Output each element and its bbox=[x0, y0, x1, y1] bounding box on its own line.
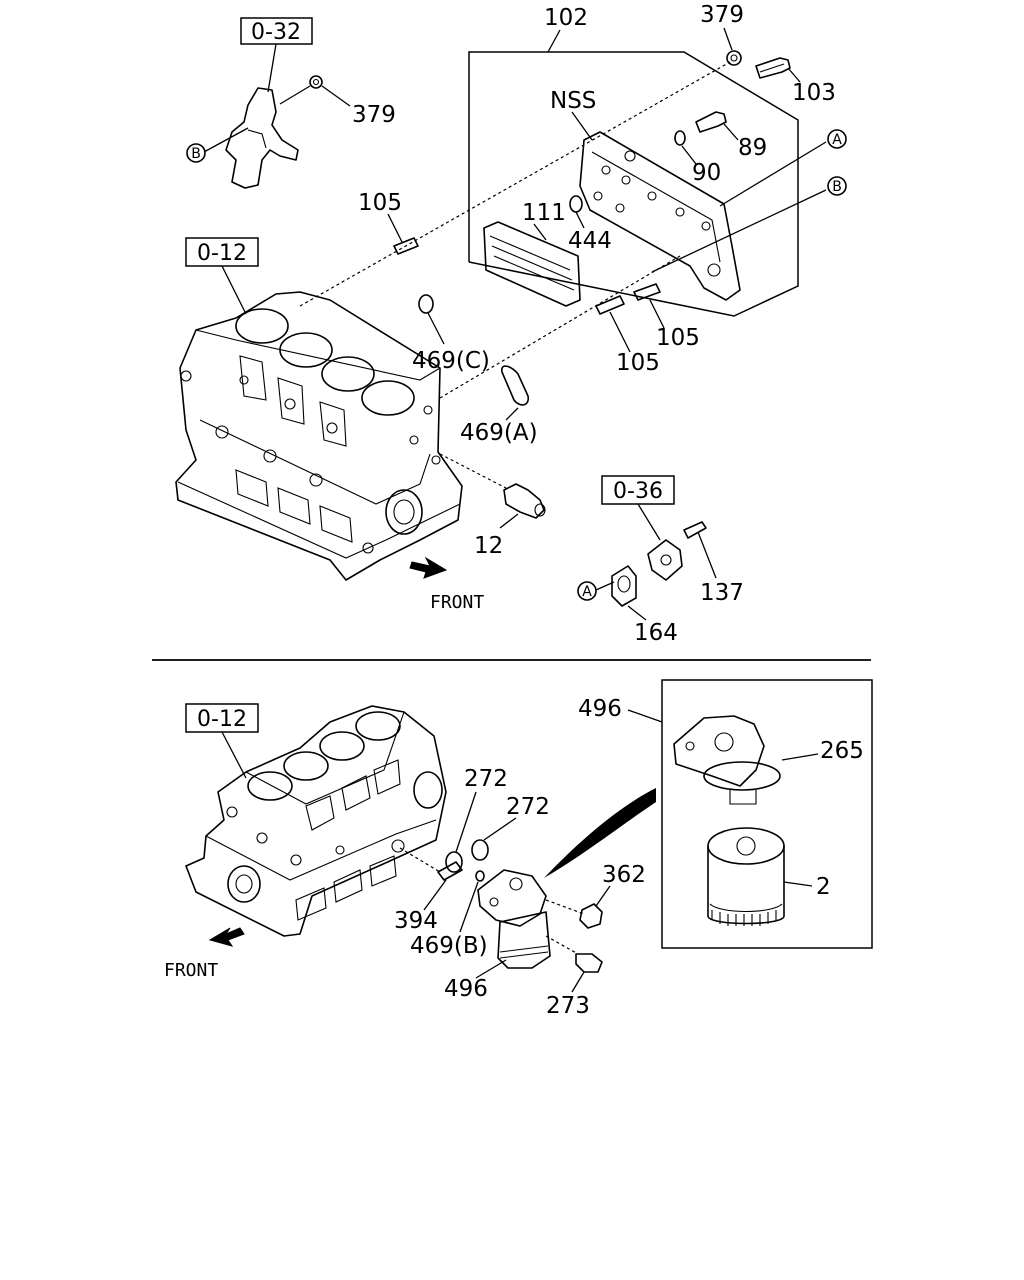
marker-b-label: B bbox=[191, 146, 201, 162]
ref-label-0-12-bottom[interactable]: 0-12 bbox=[197, 707, 247, 732]
callout-394: 394 bbox=[394, 908, 438, 934]
ref-box-0-12-top[interactable] bbox=[185, 237, 259, 267]
callout-496-bottom: 496 bbox=[444, 976, 488, 1002]
callout-111: 111 bbox=[522, 200, 566, 226]
callout-105-right: 105 bbox=[656, 325, 700, 351]
callout-102: 102 bbox=[544, 5, 588, 31]
callout-90: 90 bbox=[692, 160, 721, 186]
callout-273: 273 bbox=[546, 993, 590, 1019]
ref-box-0-32[interactable] bbox=[240, 17, 313, 45]
marker-b-cooler bbox=[827, 176, 847, 196]
callout-2: 2 bbox=[816, 874, 831, 900]
oil-cooler-assembly: 102 NSS 111 444 379 103 bbox=[299, 2, 847, 399]
ref-label-0-36[interactable]: 0-36 bbox=[613, 479, 663, 504]
marker-a-cooler-label: A bbox=[832, 132, 842, 148]
front-label-top: FRONT bbox=[430, 592, 484, 613]
ref-label-0-12-top[interactable]: 0-12 bbox=[197, 241, 247, 266]
ref-label-0-32[interactable]: 0-32 bbox=[251, 20, 301, 45]
cylinder-block-top: 0-12 bbox=[175, 237, 463, 581]
callout-469c: 469(C) bbox=[412, 348, 490, 374]
callout-272-b: 272 bbox=[506, 794, 550, 820]
callout-379-thermostat: 379 bbox=[352, 102, 396, 128]
callout-137: 137 bbox=[700, 580, 744, 606]
front-arrow-top: FRONT bbox=[409, 556, 484, 613]
callout-444: 444 bbox=[568, 228, 612, 254]
marker-b-thermostat bbox=[186, 143, 206, 163]
front-arrow-bottom: FRONT bbox=[164, 927, 245, 981]
union-fitting-12: 12 bbox=[439, 453, 546, 559]
flange-gasket-0-36: 0-36 137 164 A bbox=[577, 475, 744, 646]
front-label-bottom: FRONT bbox=[164, 960, 218, 981]
callout-nss: NSS bbox=[550, 88, 596, 114]
ref-box-0-36[interactable] bbox=[601, 475, 675, 505]
marker-a-gasket bbox=[577, 581, 597, 601]
marker-a-cooler bbox=[827, 129, 847, 149]
callout-265: 265 bbox=[820, 738, 864, 764]
callout-89: 89 bbox=[738, 135, 767, 161]
callout-103: 103 bbox=[792, 80, 836, 106]
ref-box-0-12-bottom[interactable] bbox=[185, 703, 259, 733]
oil-filter-assembly-small: 272 272 394 469(B) 496 273 362 bbox=[394, 766, 656, 1019]
cylinder-block-bottom: 0-12 bbox=[185, 703, 447, 937]
oil-filter-detail-box: 496 265 2 bbox=[578, 679, 873, 949]
marker-a-gasket-label: A bbox=[582, 584, 592, 600]
thermostat-housing: 0-32 379 B bbox=[186, 17, 396, 189]
callout-469a: 469(A) bbox=[460, 420, 538, 446]
callout-272-a: 272 bbox=[464, 766, 508, 792]
callout-469b: 469(B) bbox=[410, 933, 488, 959]
callout-379-cover: 379 bbox=[700, 2, 744, 28]
marker-b-cooler-label: B bbox=[832, 179, 842, 195]
callout-496-top: 496 bbox=[578, 696, 622, 722]
o-rings-469: 469(C) 469(A) bbox=[412, 294, 538, 446]
callout-105-mid: 105 bbox=[616, 350, 660, 376]
callout-362: 362 bbox=[602, 862, 646, 888]
callout-105-top: 105 bbox=[358, 190, 402, 216]
callout-12: 12 bbox=[474, 533, 503, 559]
detail-frame bbox=[661, 679, 873, 949]
callout-164: 164 bbox=[634, 620, 678, 646]
